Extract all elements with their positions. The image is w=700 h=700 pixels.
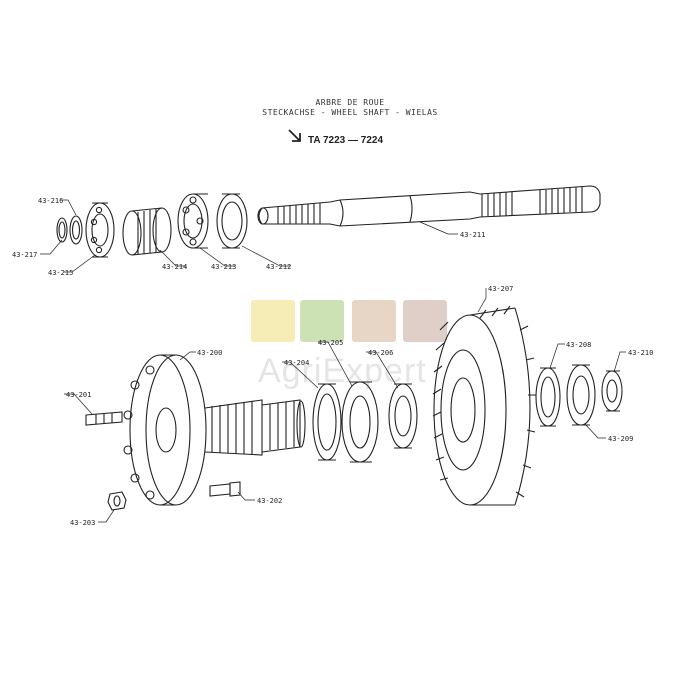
part-label: 43-213: [211, 263, 236, 271]
tools-icon: [352, 300, 396, 342]
bearing-part: [177, 193, 209, 249]
lock-nut-part: [601, 370, 623, 412]
inner-bearing-part: [388, 383, 418, 449]
part-label: 43-215: [48, 269, 73, 277]
part-label: 43-201: [66, 391, 91, 399]
part-labels: 43-216 43-217 43-215 43-214 43-213 43-21…: [12, 197, 653, 527]
part-label: 43-210: [628, 349, 653, 357]
wheel-stud-part: [85, 411, 123, 426]
spacer-part: [312, 383, 342, 461]
wheel-hub-part: [123, 354, 306, 506]
part-label: 43-202: [257, 497, 282, 505]
title-multilingual: STECKACHSE - WHEEL SHAFT - WIELAS: [262, 108, 438, 117]
washer-part: [56, 217, 68, 243]
bolt-part: [209, 481, 241, 497]
part-label: 43-205: [318, 339, 343, 347]
snap-ring-part: [69, 215, 83, 245]
arrow-icon: [288, 129, 302, 146]
part-label: 43-209: [608, 435, 633, 443]
title-french: ARBRE DE ROUE: [315, 98, 385, 107]
part-label: 43-214: [162, 263, 187, 271]
part-label: 43-216: [38, 197, 63, 205]
model-designation: TA 7223 — 7224: [288, 129, 383, 146]
fence-icon: [403, 300, 447, 342]
roller-bearing-part: [341, 381, 379, 463]
part-label: 43-206: [368, 349, 393, 357]
small-bearing-part: [85, 202, 115, 258]
large-gear-part: [432, 305, 536, 506]
part-label: 43-200: [197, 349, 222, 357]
spacer-ring-part: [535, 367, 561, 427]
part-label: 43-217: [12, 251, 37, 259]
splined-sleeve-part: [122, 207, 172, 256]
leader-lines: [40, 199, 626, 523]
wheel-nut-part: [107, 491, 127, 511]
part-label: 43-212: [266, 263, 291, 271]
tractor-icon: [251, 300, 295, 342]
part-label: 43-208: [566, 341, 591, 349]
model-number: TA 7223 — 7224: [308, 135, 384, 146]
wheelbarrow-icon: [300, 300, 344, 342]
seal-ring-part: [216, 193, 248, 249]
tapered-bearing-part: [566, 364, 596, 426]
part-label: 43-207: [488, 285, 513, 293]
part-label: 43-204: [284, 359, 309, 367]
part-label: 43-211: [460, 231, 485, 239]
part-label: 43-203: [70, 519, 95, 527]
wheel-shaft-part: [257, 185, 601, 227]
